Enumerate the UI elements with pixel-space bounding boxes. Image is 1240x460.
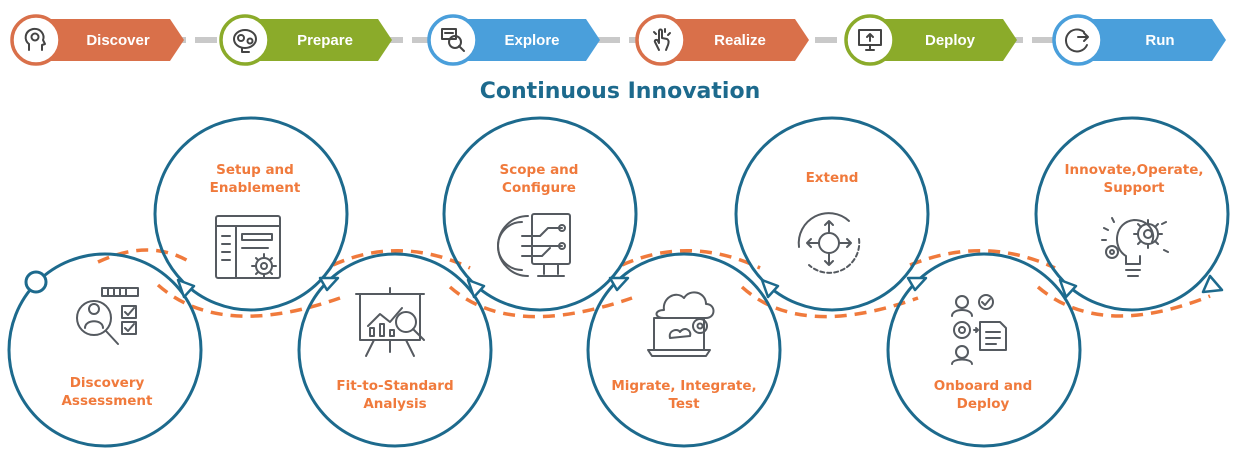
phase-label: Realize [714, 32, 766, 49]
phase-arrow [453, 19, 600, 61]
phase-label: Prepare [297, 32, 353, 49]
phase-arrow [36, 19, 184, 61]
step-label-line: Scope and [500, 162, 579, 178]
compass-arrows-icon [797, 212, 861, 274]
assessment-magnifier-icon [76, 287, 139, 345]
phase-prepare[interactable]: Prepare [219, 14, 392, 66]
phase-deploy[interactable]: Deploy [844, 14, 1017, 66]
phase-discover[interactable]: Discover [10, 14, 184, 66]
settings-window-icon [215, 215, 281, 279]
step-circle-8 [1034, 116, 1230, 312]
brain-gears-icon [233, 29, 257, 53]
step-label-line: Migrate, Integrate, [611, 378, 756, 394]
phase-label: Deploy [925, 32, 976, 49]
magnifier-data-icon [441, 28, 465, 52]
phase-label: Discover [86, 32, 150, 49]
cycle-arrow-icon [1064, 28, 1089, 53]
circuit-gear-icon [497, 213, 571, 277]
step-circle-2 [153, 116, 349, 312]
phase-arrow [245, 19, 392, 61]
step-circle-4 [442, 116, 638, 312]
step-label-line: Extend [806, 170, 859, 186]
step-circle-6 [734, 116, 930, 312]
page-title: Continuous Innovation [480, 79, 760, 104]
step-label-line: Assessment [61, 393, 153, 409]
people-documents-icon [951, 294, 1007, 365]
dashed-connectors [97, 248, 1211, 319]
phase-label: Run [1145, 32, 1174, 49]
step-circle-3 [297, 252, 493, 448]
phase-banner: Discover Prepare Explore [10, 14, 1226, 66]
step-label-line: Innovate,Operate, [1065, 162, 1204, 178]
flow-arrowheads [176, 274, 1224, 299]
step-circle-7 [886, 252, 1082, 448]
step-label-line: Setup and [216, 162, 294, 178]
phase-icon-circle [1052, 14, 1104, 66]
step-label-5: Migrate, Integrate, Test [611, 378, 756, 412]
step-circle-5 [586, 252, 782, 448]
phase-explore[interactable]: Explore [427, 14, 600, 66]
phase-realize[interactable]: Realize [635, 14, 809, 66]
step-label-line: Analysis [363, 396, 426, 412]
step-label-line: Discovery [70, 375, 145, 391]
phase-label: Explore [504, 32, 559, 49]
phase-icon-circle [635, 14, 687, 66]
step-label-line: Enablement [210, 180, 301, 196]
phase-arrow [1078, 19, 1226, 61]
step-label-line: Test [668, 396, 700, 412]
start-dot [24, 270, 48, 294]
step-label-6: Extend [806, 170, 859, 186]
phase-arrow [870, 19, 1017, 61]
monitor-upload-icon [858, 29, 882, 51]
step-label-8: Innovate,Operate, Support [1065, 162, 1204, 196]
lightbulb-head-icon [24, 27, 46, 51]
bulb-gears-icon [1101, 217, 1169, 277]
step-label-line: Support [1103, 180, 1165, 196]
step-label-line: Fit-to-Standard [336, 378, 453, 394]
phase-run[interactable]: Run [1052, 14, 1226, 66]
step-label-line: Deploy [957, 396, 1010, 412]
cloud-laptop-icon [647, 291, 715, 357]
step-label-line: Onboard and [934, 378, 1033, 394]
touch-hand-icon [653, 28, 671, 51]
step-circle-1 [7, 252, 203, 448]
chart-analysis-icon [355, 287, 425, 357]
process-circles [7, 116, 1230, 448]
step-label-line: Configure [502, 180, 576, 196]
phase-arrow [661, 19, 809, 61]
phase-icon-circle [219, 14, 271, 66]
